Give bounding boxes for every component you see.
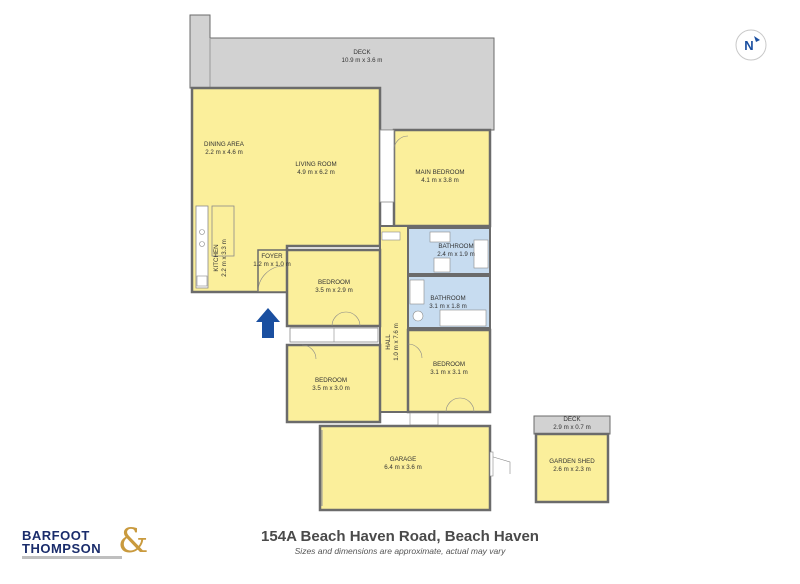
disclaimer-text: Sizes and dimensions are approximate, ac… [294, 546, 506, 556]
deck-small-dims: 2.9 m x 0.7 m [553, 424, 590, 431]
svg-text:KITCHEN2.2 m x 3.3 m: KITCHEN2.2 m x 3.3 m [213, 239, 228, 276]
main-bedroom [392, 128, 492, 228]
bedroom-c-name: BEDROOM [433, 361, 465, 368]
bedroom-a-dims: 3.5 m x 2.9 m [315, 287, 352, 294]
bathroom-2-dims: 3.1 m x 1.8 m [429, 303, 466, 310]
compass-letter: N [744, 38, 753, 53]
garage [318, 424, 492, 512]
deck-main-name: DECK [353, 49, 371, 56]
bedroom-c-dims: 3.1 m x 3.1 m [430, 369, 467, 376]
hall [379, 225, 409, 413]
bedroom-a-name: BEDROOM [318, 279, 350, 286]
entry-arrow [256, 308, 280, 338]
logo-text-line2: THOMPSON [22, 541, 102, 556]
bedroom-b-dims: 3.5 m x 3.0 m [312, 385, 349, 392]
kitchen-counter [195, 205, 209, 289]
bedroom-b [285, 343, 382, 424]
living-dims: 4.9 m x 6.2 m [297, 169, 334, 176]
main-bedroom-dims: 4.1 m x 3.8 m [421, 177, 458, 184]
north-compass-icon: N [735, 29, 767, 61]
brand-logo: BARFOOT THOMPSON & [22, 524, 162, 562]
kitchen-name: KITCHEN [213, 244, 220, 271]
hall-dims: 1.0 m x 7.6 m [393, 323, 400, 360]
garage-dims: 6.4 m x 3.6 m [384, 464, 421, 471]
bathroom-1-name: BATHROOM [438, 243, 473, 250]
logo-text-line1: BARFOOT [22, 528, 90, 543]
garage-name: GARAGE [390, 456, 416, 463]
shed-dims: 2.6 m x 2.3 m [553, 466, 590, 473]
deck-main-dims: 10.9 m x 3.6 m [342, 57, 383, 64]
dining-dims: 2.2 m x 4.6 m [205, 149, 242, 156]
hall-name: HALL [385, 334, 392, 350]
main-bedroom-name: MAIN BEDROOM [415, 169, 464, 176]
kitchen-dims: 2.2 m x 3.3 m [221, 239, 228, 276]
bedroom-c [406, 328, 492, 414]
garden-shed [534, 432, 610, 504]
foyer [257, 249, 288, 293]
bedroom-a [285, 248, 382, 328]
deck-small-name: DECK [563, 416, 581, 423]
foyer-dims: 1.2 m x 1.0 m [253, 261, 290, 268]
property-address: 154A Beach Haven Road, Beach Haven [261, 528, 539, 545]
foyer-name: FOYER [261, 253, 283, 260]
kitchen-island [211, 205, 235, 257]
svg-text:HALL1.0 m x 7.6 m: HALL1.0 m x 7.6 m [385, 323, 400, 360]
living-name: LIVING ROOM [295, 161, 336, 168]
logo-ampersand: & [118, 521, 149, 561]
bathroom-1-dims: 2.4 m x 1.9 m [437, 251, 474, 258]
shed-name: GARDEN SHED [549, 458, 595, 465]
logo-tagline-bar [22, 556, 122, 559]
bathroom-2-name: BATHROOM [430, 295, 465, 302]
bedroom-b-name: BEDROOM [315, 377, 347, 384]
dining-name: DINING AREA [204, 141, 245, 148]
